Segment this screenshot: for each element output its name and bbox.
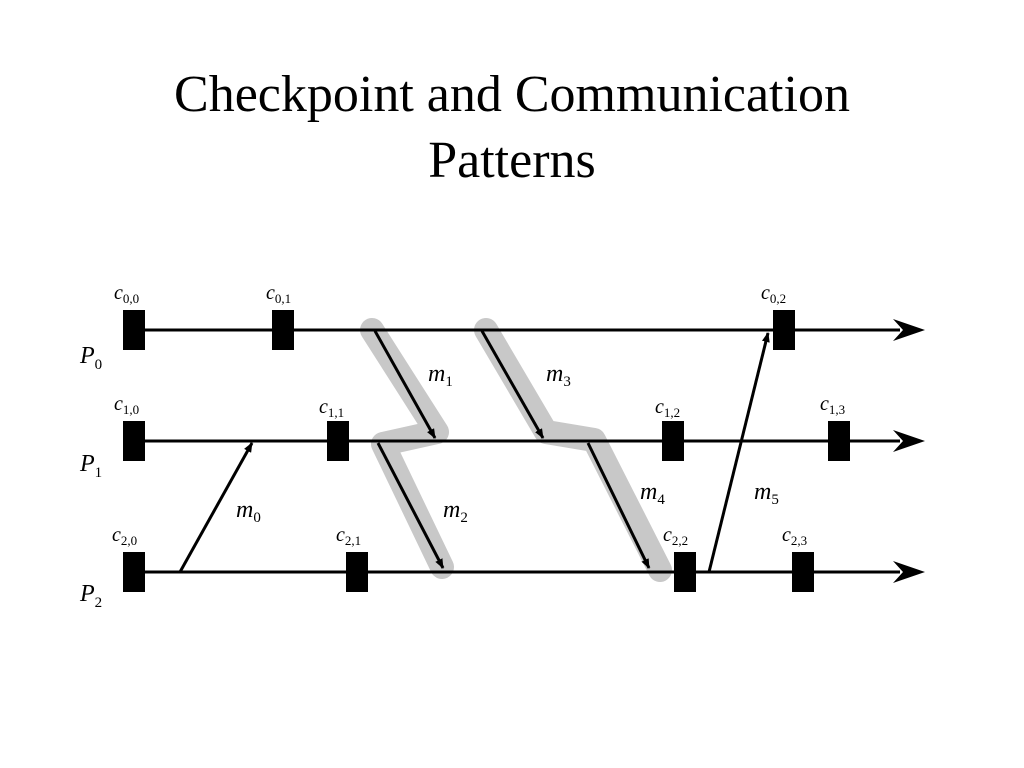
checkpoint-block-2-2 [674,552,696,592]
checkpoint-label-1-2: c1,2 [655,396,680,420]
message-label-m2: m2 [443,497,468,526]
checkpoint-label-1-3: c1,3 [820,393,845,417]
timeline-p1-arrowhead [893,430,925,452]
message-arrow-m5 [707,332,770,573]
message-label-m5: m5 [754,479,779,508]
checkpoint-block-1-1 [327,421,349,461]
checkpoint-label-2-2: c2,2 [663,524,688,548]
checkpoint-blocks [123,310,850,592]
checkpoint-block-0-2 [773,310,795,350]
title-line-2: Patterns [428,132,596,189]
message-arrow-m0 [178,442,254,573]
message-arrow-m4 [586,442,651,569]
process-label-p0-name: P [79,343,95,369]
process-label-p1-name: P [79,451,95,477]
message-label-m0: m0 [236,497,261,526]
checkpoint-block-1-3 [828,421,850,461]
process-label-p1-index: 1 [95,465,103,481]
timeline-p2-arrowhead [893,561,925,583]
process-label-p0-index: 0 [95,357,103,373]
checkpoint-block-1-0 [123,421,145,461]
message-arrows [178,330,770,573]
checkpoint-block-2-1 [346,552,368,592]
process-label-p2-name: P [79,581,95,607]
process-label-p2: P2 [79,581,102,611]
process-labels: P0 P1 P2 [79,343,102,611]
message-arrow-m2 [376,442,445,569]
checkpoint-label-0-1: c0,1 [266,282,291,306]
checkpoint-label-2-0: c2,0 [112,524,137,548]
checkpoint-label-1-1: c1,1 [319,396,344,420]
message-label-m1: m1 [428,361,453,390]
zigzag-path-right [474,318,672,582]
message-label-m4: m4 [640,479,665,508]
message-label-m3: m3 [546,361,571,390]
zigzag-highlights [360,318,672,582]
process-label-p2-index: 2 [95,595,103,611]
message-labels: m0 m1 m2 m3 m4 m5 [236,361,779,526]
checkpoint-block-0-0 [123,310,145,350]
checkpoint-label-1-0: c1,0 [114,393,139,417]
checkpoint-block-2-0 [123,552,145,592]
checkpoint-labels: c0,0 c0,1 c0,2 c1,0 c1,1 c1,2 c1,3 c2,0 … [112,282,845,548]
checkpoint-label-0-2: c0,2 [761,282,786,306]
timelines [145,319,925,583]
message-arrow-m3 [480,330,545,439]
process-label-p0: P0 [79,343,102,373]
checkpoint-block-2-3 [792,552,814,592]
slide-title: Checkpoint and Communication Patterns [0,62,1024,194]
checkpoint-label-2-3: c2,3 [782,524,807,548]
title-line-1: Checkpoint and Communication [174,66,850,123]
message-arrow-m1 [373,330,437,439]
timeline-p0-arrowhead [893,319,925,341]
checkpoint-block-0-1 [272,310,294,350]
process-label-p1: P1 [79,451,102,481]
checkpoint-block-1-2 [662,421,684,461]
checkpoint-label-2-1: c2,1 [336,524,361,548]
checkpoint-label-0-0: c0,0 [114,282,139,306]
